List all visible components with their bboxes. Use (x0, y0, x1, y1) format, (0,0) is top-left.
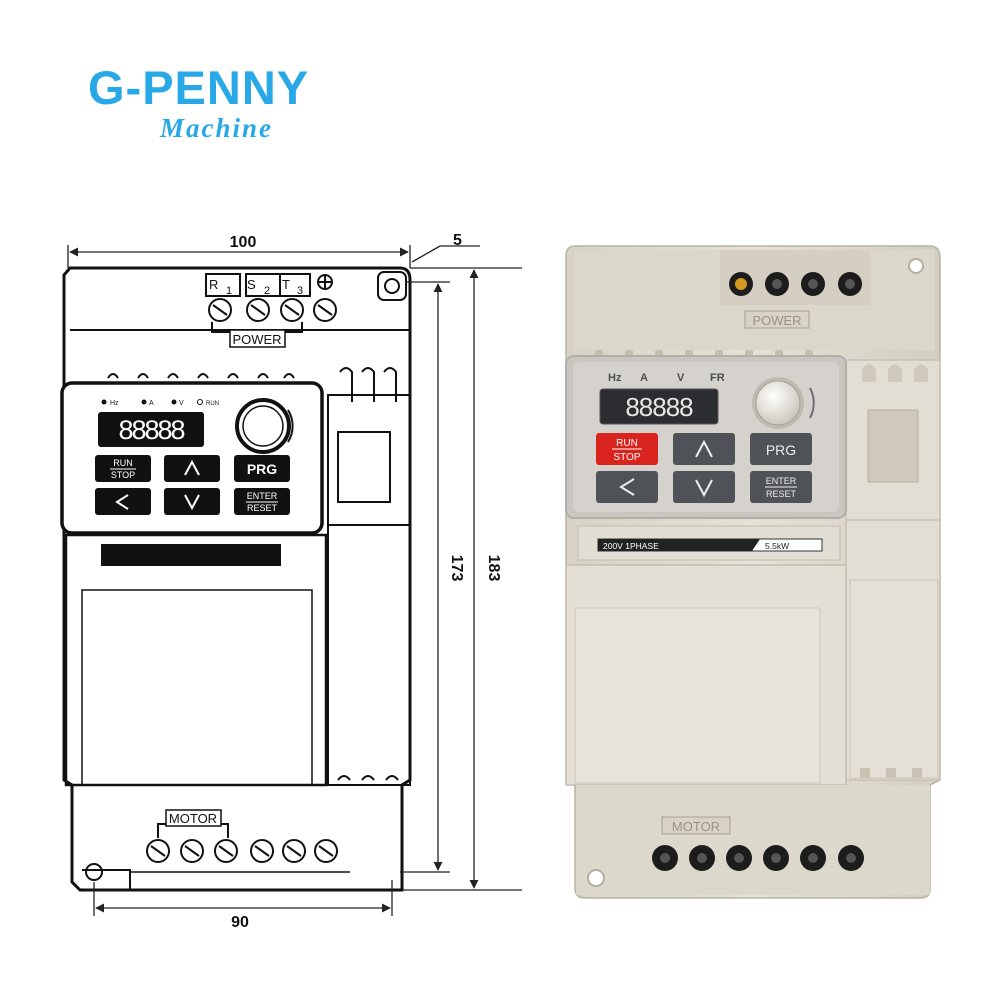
drawing-motor-terminal-6[interactable] (314, 839, 338, 863)
brand-logo: G-PENNY Machine (88, 61, 310, 143)
drawing-ind-a: A (149, 400, 154, 407)
photo-knob[interactable] (755, 380, 801, 426)
svg-text:S: S (247, 277, 256, 292)
photo-rating-voltage: 200V 1PHASE (603, 541, 659, 551)
brand-name: G-PENNY (88, 61, 310, 114)
dim-height-label: 183 (485, 555, 502, 582)
photo-run-label: RUN (616, 438, 638, 449)
line-drawing (60, 266, 412, 892)
drawing-terminal-s[interactable] (246, 298, 270, 322)
svg-text:3: 3 (297, 285, 303, 297)
drawing-power-label: POWER (232, 332, 281, 347)
drawing-keypad: Hz A V RUN 88888 RUN STOP PRG ENTER (95, 398, 294, 515)
brand-tagline: Machine (160, 113, 274, 143)
drawing-motor-terminals (146, 823, 338, 863)
product-photo: POWER Hz A V FR 88888 (565, 245, 941, 899)
dim-thickness-label: 5 (453, 232, 462, 249)
drawing-motor-terminal-5[interactable] (282, 839, 306, 863)
drawing-run-label: RUN (113, 458, 133, 468)
photo-mount-hole-top (908, 258, 924, 274)
drawing-prg-button[interactable] (234, 455, 290, 482)
drawing-terminal-r[interactable] (208, 298, 232, 322)
drawing-display-digits: 88888 (118, 415, 184, 445)
photo-ind-a: A (640, 372, 648, 384)
svg-text:R: R (209, 277, 218, 292)
dim-hole-spacing-label: 173 (448, 555, 465, 582)
drawing-reset-label: RESET (247, 503, 278, 513)
svg-text:T: T (282, 277, 290, 292)
photo-ind-v: V (677, 372, 685, 384)
drawing-left-icon (115, 494, 129, 510)
drawing-motor-terminal-u[interactable] (146, 839, 170, 863)
photo-display (599, 388, 719, 425)
drawing-ind-hz: Hz (110, 400, 119, 407)
photo-side-window (867, 409, 919, 483)
dim-width-label: 100 (230, 234, 257, 251)
photo-left-button[interactable] (596, 471, 658, 503)
drawing-knob[interactable] (235, 398, 291, 454)
photo-mount-hole-bottom (587, 869, 605, 887)
photo-stop-label: STOP (613, 452, 640, 463)
drawing-terminal-labels: R 1 S 2 T 3 (209, 277, 303, 297)
drawing-left-button[interactable] (95, 488, 151, 515)
dimension-lines (67, 245, 522, 916)
drawing-up-button[interactable] (164, 455, 220, 482)
photo-left-icon (619, 478, 635, 496)
drawing-ind-v: V (179, 400, 184, 407)
dimension-labels: 100 5 173 183 90 (230, 232, 502, 931)
photo-prg-label: PRG (766, 442, 796, 458)
photo-up-button[interactable] (673, 433, 735, 465)
photo-display-digits: 88888 (625, 392, 693, 422)
photo-enter-label: ENTER (766, 476, 797, 486)
drawing-down-button[interactable] (164, 488, 220, 515)
drawing-terminal-ground[interactable] (313, 274, 337, 322)
drawing-housing (62, 266, 412, 892)
drawing-motor-terminal-w[interactable] (214, 839, 238, 863)
photo-up-icon (695, 439, 713, 458)
photo-motor-label: MOTOR (672, 819, 720, 834)
dim-mount-width-label: 90 (231, 914, 249, 931)
drawing-ind-run: RUN (206, 401, 219, 407)
svg-text:2: 2 (264, 285, 270, 297)
drawing-motor-label: MOTOR (169, 811, 217, 826)
drawing-down-icon (184, 494, 200, 511)
photo-prg-button[interactable] (750, 433, 812, 465)
drawing-up-icon (184, 459, 200, 476)
photo-motor-terminals (652, 845, 864, 871)
mount-hole-top (384, 278, 400, 294)
drawing-motor-terminal-v[interactable] (180, 839, 204, 863)
photo-rating-power: 5.5kW (765, 541, 789, 551)
svg-text:1: 1 (226, 285, 232, 297)
photo-down-button[interactable] (673, 471, 735, 503)
drawing-prg-label: PRG (247, 461, 277, 477)
photo-input-terminals (720, 250, 870, 305)
drawing-input-terminals (205, 273, 337, 333)
mount-hole-bottom (85, 863, 103, 881)
photo-down-icon (695, 479, 713, 498)
drawing-display (98, 412, 204, 447)
photo-reset-label: RESET (766, 489, 797, 499)
drawing-motor-terminal-4[interactable] (250, 839, 274, 863)
drawing-vents (107, 367, 397, 402)
photo-ind-fr: FR (710, 372, 725, 384)
drawing-label-strip (101, 544, 281, 566)
drawing-enter-label: ENTER (247, 491, 278, 501)
drawing-stop-label: STOP (111, 470, 135, 480)
drawing-terminal-t[interactable] (280, 298, 304, 322)
photo-ind-hz: Hz (608, 372, 622, 384)
photo-power-label: POWER (752, 313, 801, 328)
